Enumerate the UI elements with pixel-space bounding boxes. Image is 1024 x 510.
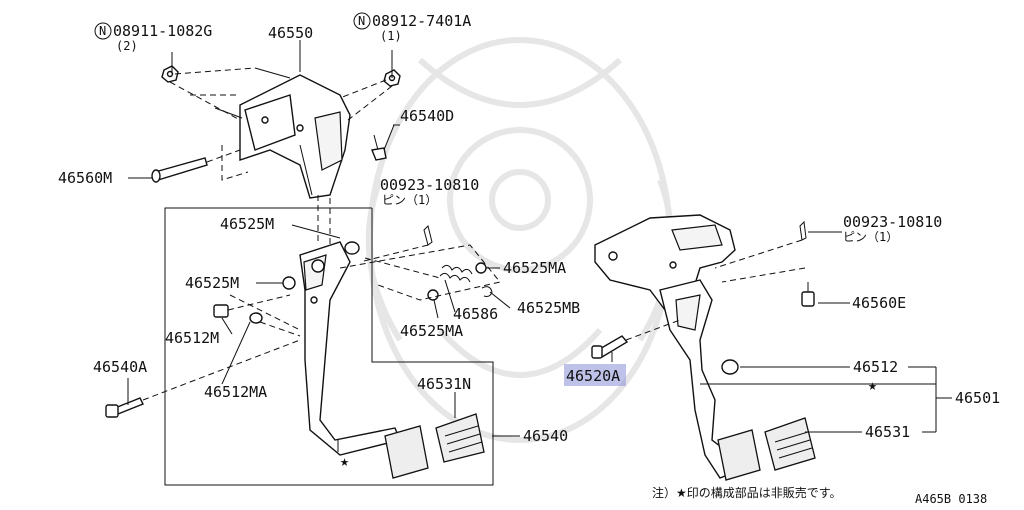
note-non-sale: 注）★印の構成部品は非販売です。 (652, 485, 842, 500)
nut-08911 (161, 65, 179, 83)
label-00923-right: 00923-10810 (843, 213, 942, 231)
label-46550: 46550 (268, 24, 313, 42)
stopper-46512ma (249, 312, 263, 324)
pin-small-right (799, 220, 807, 241)
label-46540d: 46540D (400, 107, 454, 125)
bushing-46525ma-right (475, 262, 487, 274)
stud-upper (254, 67, 291, 79)
circled-n-marker-b: N (353, 12, 371, 30)
label-46540a: 46540A (93, 358, 147, 376)
pad-46531n (435, 413, 485, 463)
spring-46586 (439, 264, 473, 283)
clip-46525mb (481, 286, 493, 297)
diagram-code: A465B 0138 (915, 492, 987, 506)
bolt-46540a (105, 339, 301, 418)
label-nut-08912: 08912-7401A (372, 12, 471, 30)
label-46512: 46512 (853, 358, 898, 376)
label-46560m: 46560M (58, 169, 112, 187)
stopper-46512m (213, 304, 229, 318)
bracket-right (594, 214, 736, 319)
label-46586: 46586 (453, 305, 498, 323)
pedal-pad-left (384, 425, 429, 479)
label-46525ma-lower: 46525MA (400, 322, 463, 340)
label-46501: 46501 (955, 389, 1000, 407)
label-46525ma-right: 46525MA (503, 259, 566, 277)
stopper-46512 (721, 359, 739, 375)
label-nut-08911: 08911-1082G (113, 22, 212, 40)
label-00923-right-qty: ピン（1） (843, 230, 898, 244)
bushing-46525ma-lower (427, 289, 439, 301)
pin-small-left (423, 225, 433, 246)
label-46531: 46531 (865, 423, 910, 441)
label-nut-08912-qty: (1) (380, 29, 402, 43)
label-46512ma: 46512MA (204, 383, 267, 401)
star-marker-left: ★ (340, 452, 349, 470)
pin-46560m (151, 149, 241, 183)
svg-text:N: N (358, 14, 365, 28)
pin-46520a (591, 335, 629, 359)
bolt-46540d (371, 124, 395, 161)
pin-46560e (801, 282, 815, 307)
circled-n-marker-a: N (94, 22, 112, 40)
pedal-arm-left (299, 241, 401, 456)
label-46540: 46540 (523, 427, 568, 445)
label-46512m: 46512M (165, 329, 219, 347)
label-00923-left: 00923-10810 (380, 176, 479, 194)
label-46525m-mid: 46525M (185, 274, 239, 292)
bracket-46550 (239, 74, 351, 199)
stud-lower (214, 107, 243, 119)
star-marker-right: ★ (868, 376, 877, 394)
pedal-pad-right (717, 429, 761, 481)
label-46531n: 46531N (417, 375, 471, 393)
label-46525m-top: 46525M (220, 215, 274, 233)
label-46520a: 46520A (566, 367, 620, 385)
pedal-assy-frame (164, 207, 494, 486)
label-00923-left-qty: ピン（1） (382, 193, 437, 207)
bushing-46525m-top (344, 241, 360, 255)
label-46525mb: 46525MB (517, 299, 580, 317)
label-46560e: 46560E (852, 294, 906, 312)
svg-text:N: N (99, 24, 106, 38)
label-nut-08911-qty: (2) (116, 39, 138, 53)
pad-46531 (764, 417, 816, 471)
bushing-46525m-mid (282, 276, 296, 290)
highlight-46520a (564, 364, 626, 386)
